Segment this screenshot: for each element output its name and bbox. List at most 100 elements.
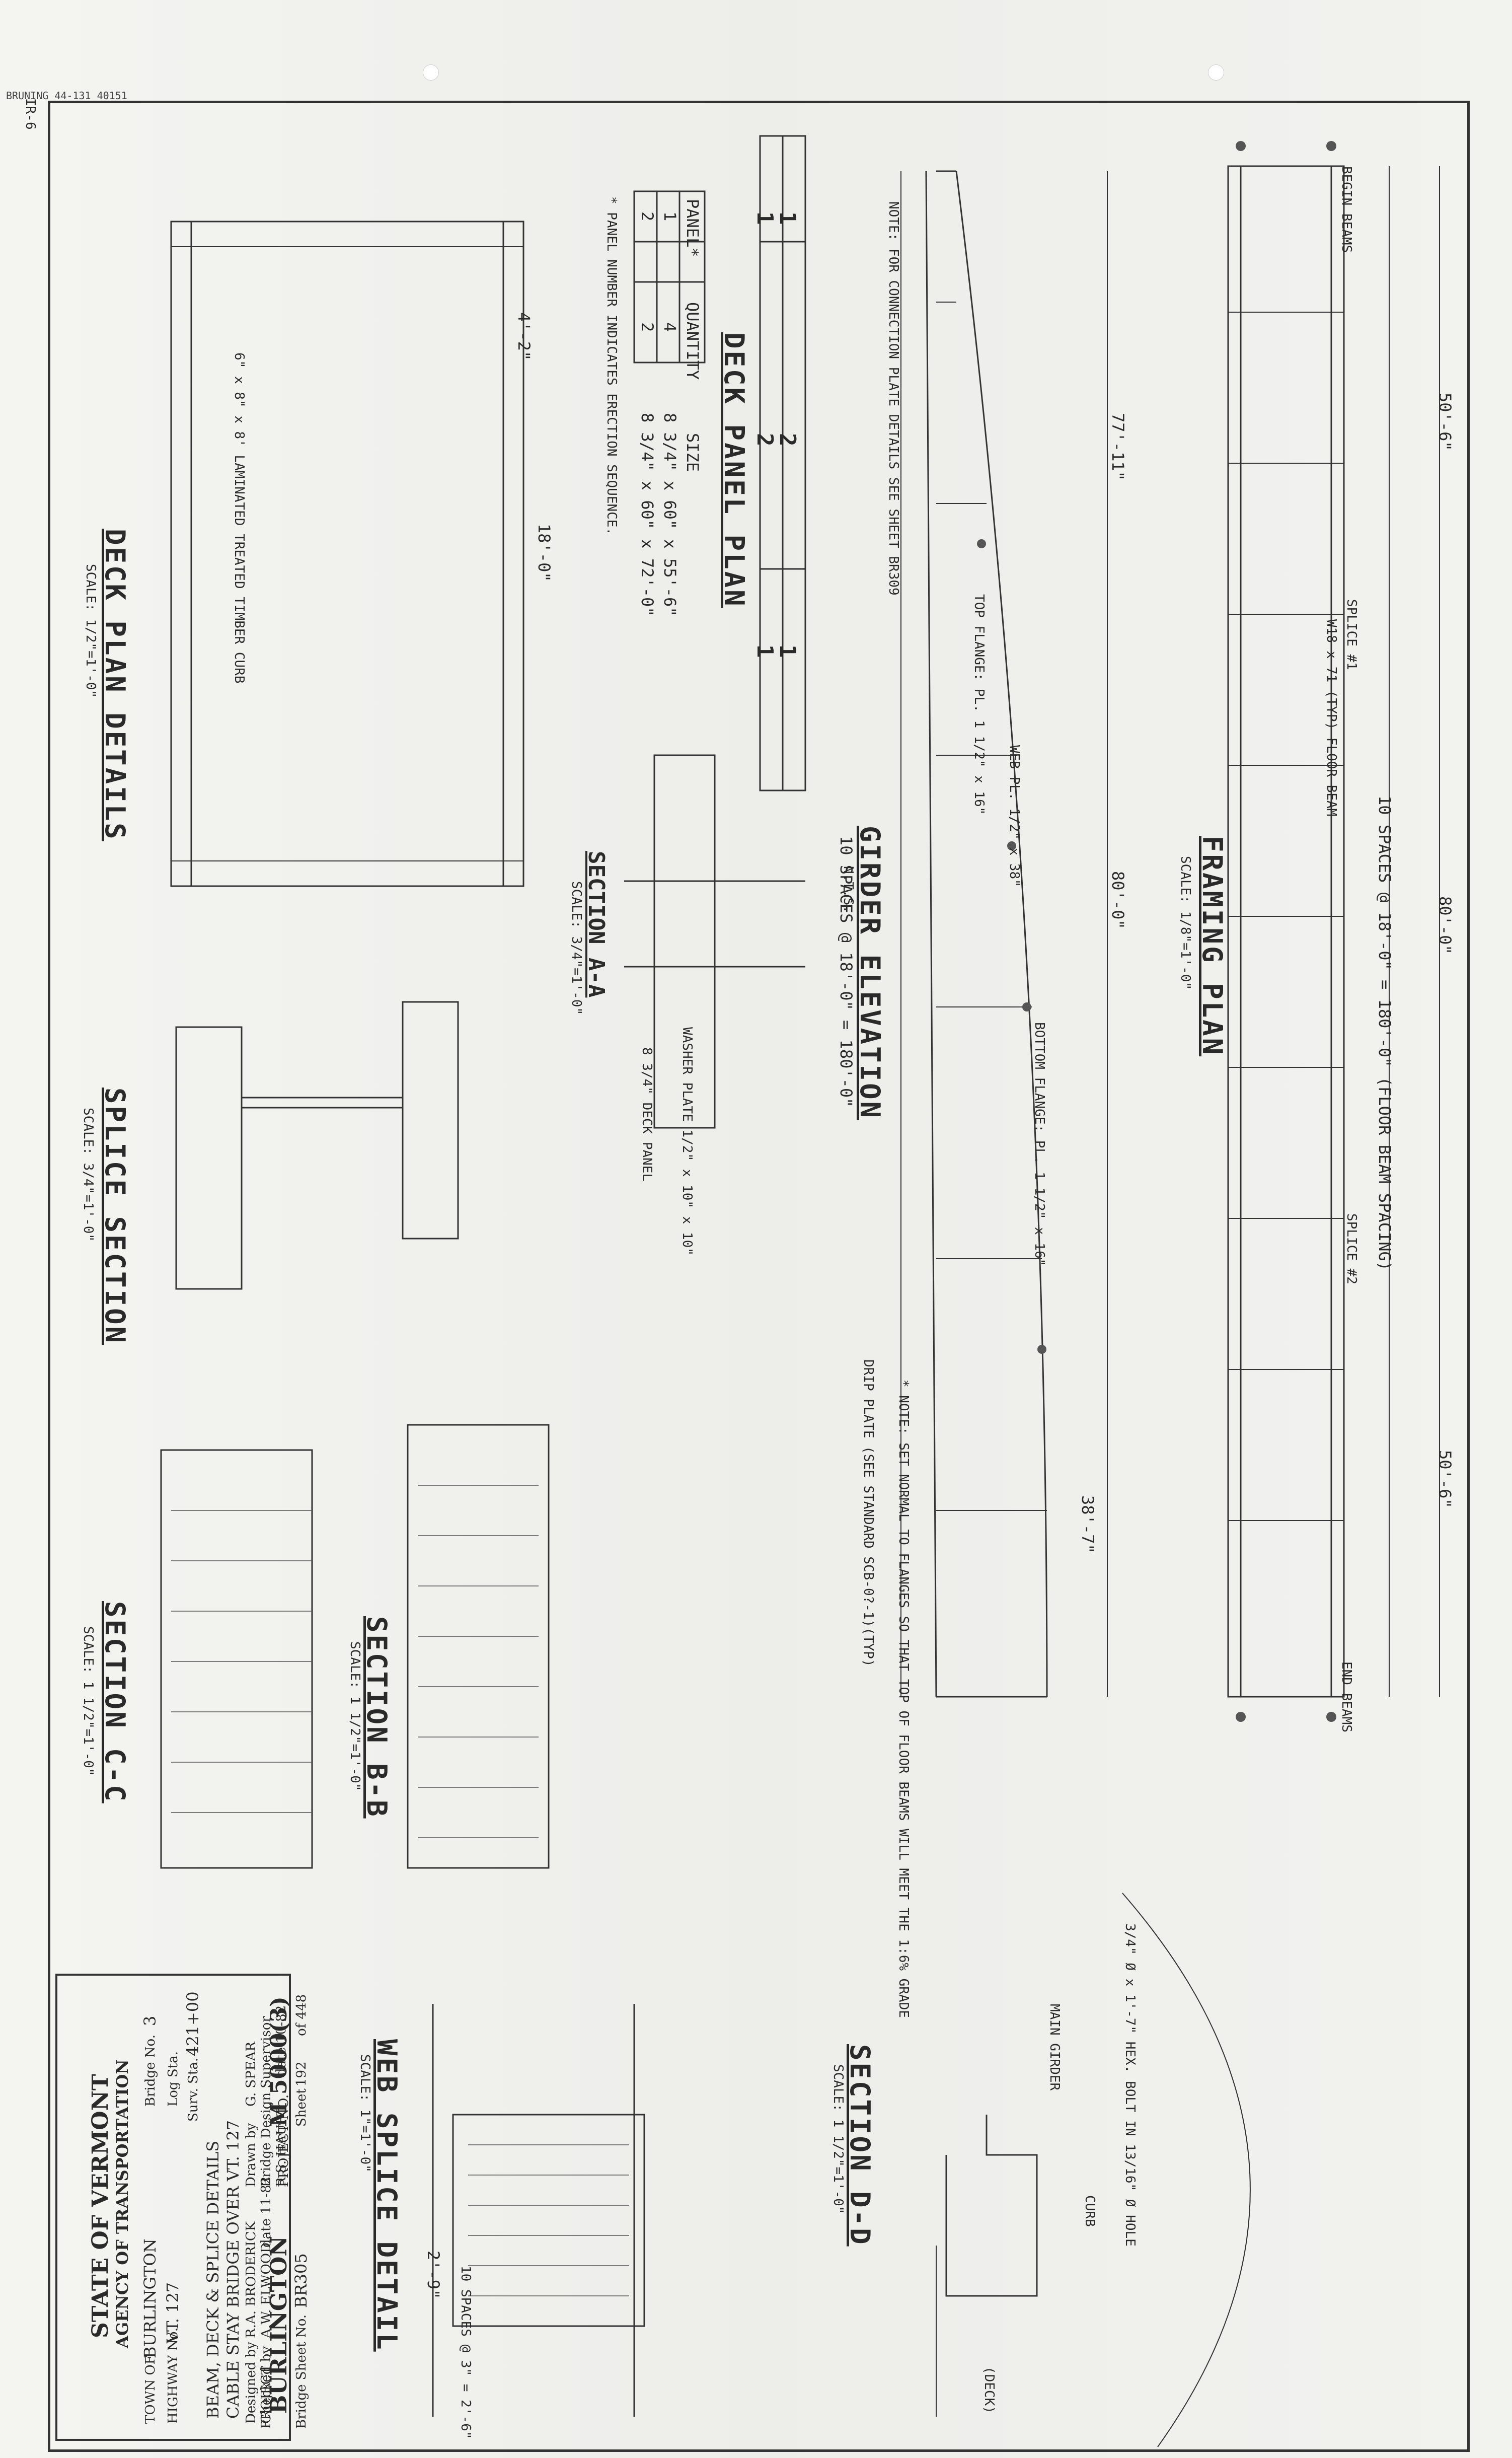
drawn-value: G. SPEAR: [244, 2041, 259, 2107]
connection-note: NOTE: FOR CONNECTION PLATE DETAILS SEE S…: [886, 201, 901, 596]
callout: W18 x 71 (TYP) FLOOR BEAM: [1324, 619, 1339, 817]
bridge-sheet-label: Bridge Sheet No.: [294, 2314, 309, 2429]
dim-label: 50'-6": [1435, 1450, 1455, 1508]
section-bb-scale: SCALE: 1 1/2"=1'-0": [347, 1641, 362, 1791]
web-splice-scale: SCALE: 1"=1'-0": [357, 2054, 372, 2173]
dim-label: 10 SPACES @ 3" = 2'-6": [458, 2266, 473, 2439]
callout: SPLICE #2: [1344, 1213, 1359, 1284]
strip-cell: 2: [775, 433, 800, 447]
dim-label: 80'-0": [1435, 896, 1455, 955]
drawing-border: [48, 101, 1470, 2452]
section-dd-title: SECTION D-D: [844, 2044, 876, 2247]
town-label: TOWN OF: [143, 2355, 158, 2424]
section-cc-scale: SCALE: 1 1/2"=1'-0": [81, 1626, 96, 1776]
dim-label: 80'-0": [1108, 871, 1127, 929]
bridge-no-value: 3: [140, 2015, 160, 2026]
splice-section-scale: SCALE: 3/4"=1'-0": [81, 1108, 96, 1242]
deck-plan-details-scale: SCALE: 1/2"=1'-0": [83, 564, 98, 698]
panel-row-2-qty: 2: [638, 322, 657, 332]
dim-label: 2'-9": [424, 2251, 443, 2299]
callout: MAIN GIRDER: [1047, 2004, 1062, 2091]
normal-note: * NOTE: SET NORMAL TO FLANGES SO THAT TO…: [896, 1380, 911, 2018]
sheet-of: of 448: [294, 1994, 309, 2036]
section-cc-title: SECTION C-C: [99, 1601, 131, 1803]
description-line-2: CABLE STAY BRIDGE OVER VT. 127: [223, 2120, 243, 2419]
bolt-pattern: [171, 1485, 629, 2296]
callout: 3/4" Ø x 1'-7" HEX. BOLT IN 13/16" Ø HOL…: [1122, 1923, 1138, 2247]
title-state: STATE OF VERMONT: [88, 2074, 113, 2338]
callout: 8 3/4" DECK PANEL: [639, 1047, 654, 1182]
project-no-value: M 5000(3): [266, 1996, 292, 2127]
end-beams-label: END BEAMS: [1339, 1661, 1354, 1732]
punch-hole: [1208, 64, 1224, 81]
sheet-label: Sheet: [294, 2088, 309, 2127]
dim-label: 4'-2": [514, 312, 534, 361]
section-dd-scale: SCALE: 1 1/2"=1'-0": [830, 2064, 846, 2214]
callout: (DECK): [981, 2366, 997, 2414]
deck-plan-outline: [170, 221, 524, 887]
highway-value: VT. 127: [163, 2282, 182, 2343]
title-agency: AGENCY OF TRANSPORTATION: [113, 2059, 132, 2348]
framing-plan-title: FRAMING PLAN: [1196, 836, 1228, 1057]
drip-plate-note: DRIP PLATE (SEE STANDARD SCB-0?-1)(TYP): [861, 1359, 876, 1667]
town-value: BURLINGTON: [140, 2238, 160, 2358]
dim-label: 77'-11": [1108, 413, 1127, 481]
begin-beams-label: BEGIN BEAMS: [1339, 166, 1354, 253]
project-value: BURLINGTON: [266, 2236, 292, 2414]
designed-value: R.A. BRODERICK: [244, 2221, 259, 2338]
drawn-label: Drawn by: [244, 2123, 259, 2187]
callout: BOTTOM FLANGE: PL. 1 1/2" x 16": [1032, 1022, 1047, 1267]
punch-hole: [423, 64, 439, 81]
dim-label: 38'-7": [1078, 1495, 1097, 1554]
girder-spacing-note: 10 SPACES @ 18'-0" = 180'-0": [837, 836, 856, 1108]
strip-cell: 2: [752, 433, 778, 447]
section-aa-title: SECTION A-A: [583, 851, 609, 998]
girder-elevation-title: GIRDER ELEVATION: [854, 826, 886, 1120]
callout: WEB PL. 1/2" x 38": [1007, 745, 1022, 887]
panel-header-panel: PANEL*: [683, 199, 702, 257]
bridge-sheet-value: BR305: [291, 2253, 311, 2308]
panel-header-quantity: QUANTITY: [683, 302, 702, 380]
section-bb-title: SECTION B-B: [361, 1616, 393, 1819]
log-sta-label: Log Sta.: [166, 2051, 181, 2107]
panel-row-2-panel: 2: [638, 211, 657, 222]
panel-row-1-panel: 1: [660, 211, 679, 222]
framing-spacing-note: 10 SPACES @ 18'-0" = 180'-0" (FLOOR BEAM…: [1375, 796, 1394, 1271]
panel-row-1-qty: 4: [660, 322, 679, 332]
dim-label: 50'-6": [1435, 393, 1455, 451]
paper-stamp: BRUNING 44-131 40151: [6, 90, 127, 102]
callout: TOP FLANGE: PL. 1 1/2" x 16": [971, 594, 987, 815]
corner-mark: IR-6: [23, 98, 38, 130]
sheet-value: 192: [294, 2061, 309, 2086]
callout: WASHER PLATE 1/2" x 10" x 10": [679, 1027, 695, 1256]
surv-sta-value: 421+00: [183, 1991, 202, 2056]
surv-sta-label: Surv. Sta.: [186, 2057, 201, 2122]
designed-label: Designed by: [244, 2342, 259, 2424]
bridge-no-label: Bridge No.: [143, 2035, 158, 2107]
title-block: STATE OF VERMONT AGENCY OF TRANSPORTATIO…: [55, 1974, 311, 2441]
callout: 6" x 8" x 8' LAMINATED TREATED TIMBER CU…: [232, 352, 247, 684]
girder-bottom-flange: [955, 171, 1048, 1697]
callout: SPLICE #1: [1344, 599, 1359, 670]
splice-section-title: SPLICE SECTION: [99, 1088, 131, 1345]
section-aa-scale: SCALE: 3/4"=1'-0": [569, 881, 584, 1016]
panel-row-1-size: 8 3/4" x 60" x 55'-6": [660, 413, 679, 617]
panel-header-size: SIZE: [683, 433, 702, 472]
girder-top-flange: [925, 171, 937, 1697]
panel-sequence-note: * PANEL NUMBER INDICATES ERECTION SEQUEN…: [604, 196, 619, 536]
callout: CURB: [1082, 2195, 1097, 2227]
deck-panel-plan-title: DECK PANEL PLAN: [718, 332, 750, 608]
strip-cell: 1: [775, 211, 800, 225]
strip-cell: 1: [752, 644, 778, 658]
web-splice-title: WEB SPLICE DETAIL: [371, 2039, 403, 2352]
strip-cell: 1: [775, 644, 800, 658]
framing-plan-outline: [1227, 165, 1345, 1698]
description-line-1: BEAM, DECK & SPLICE DETAILS: [203, 2140, 222, 2419]
deck-plan-details-title: DECK PLAN DETAILS: [99, 529, 131, 841]
framing-plan-scale: SCALE: 1/8"=1'-0": [1178, 856, 1193, 990]
panel-row-2-size: 8 3/4" x 60" x 72'-0": [638, 413, 657, 617]
dim-label: 18'-0": [535, 524, 554, 582]
strip-cell: 1: [752, 211, 778, 225]
